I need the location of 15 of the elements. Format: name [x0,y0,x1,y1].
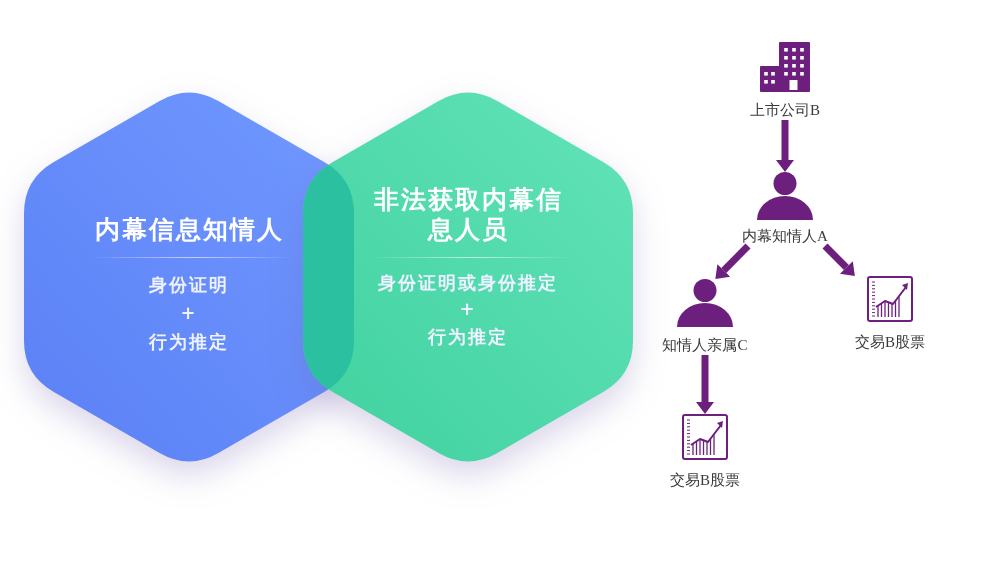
icon-caption: 交易B股票 [855,333,925,352]
criteria-text: + [180,301,198,325]
arrow [822,243,855,276]
icon-caption: 知情人亲属C [662,336,748,355]
criteria-text: 行为推定 [149,330,229,354]
icon-caption: 交易B股票 [670,471,740,490]
criteria-text: + [459,297,477,321]
icon-caption: 上市公司B [750,101,820,120]
criteria-text: 身份证明或身份推定 [378,271,558,295]
icon-caption: 内幕知情人A [742,227,828,246]
arrow [715,243,751,280]
criteria-text: 行为推定 [428,325,508,349]
hexagon-heading: 内幕信息知情人 [93,215,285,245]
criteria-text: 身份证明 [149,273,229,297]
hexagon-heading: 非法获取内幕信息人员 [372,185,564,245]
